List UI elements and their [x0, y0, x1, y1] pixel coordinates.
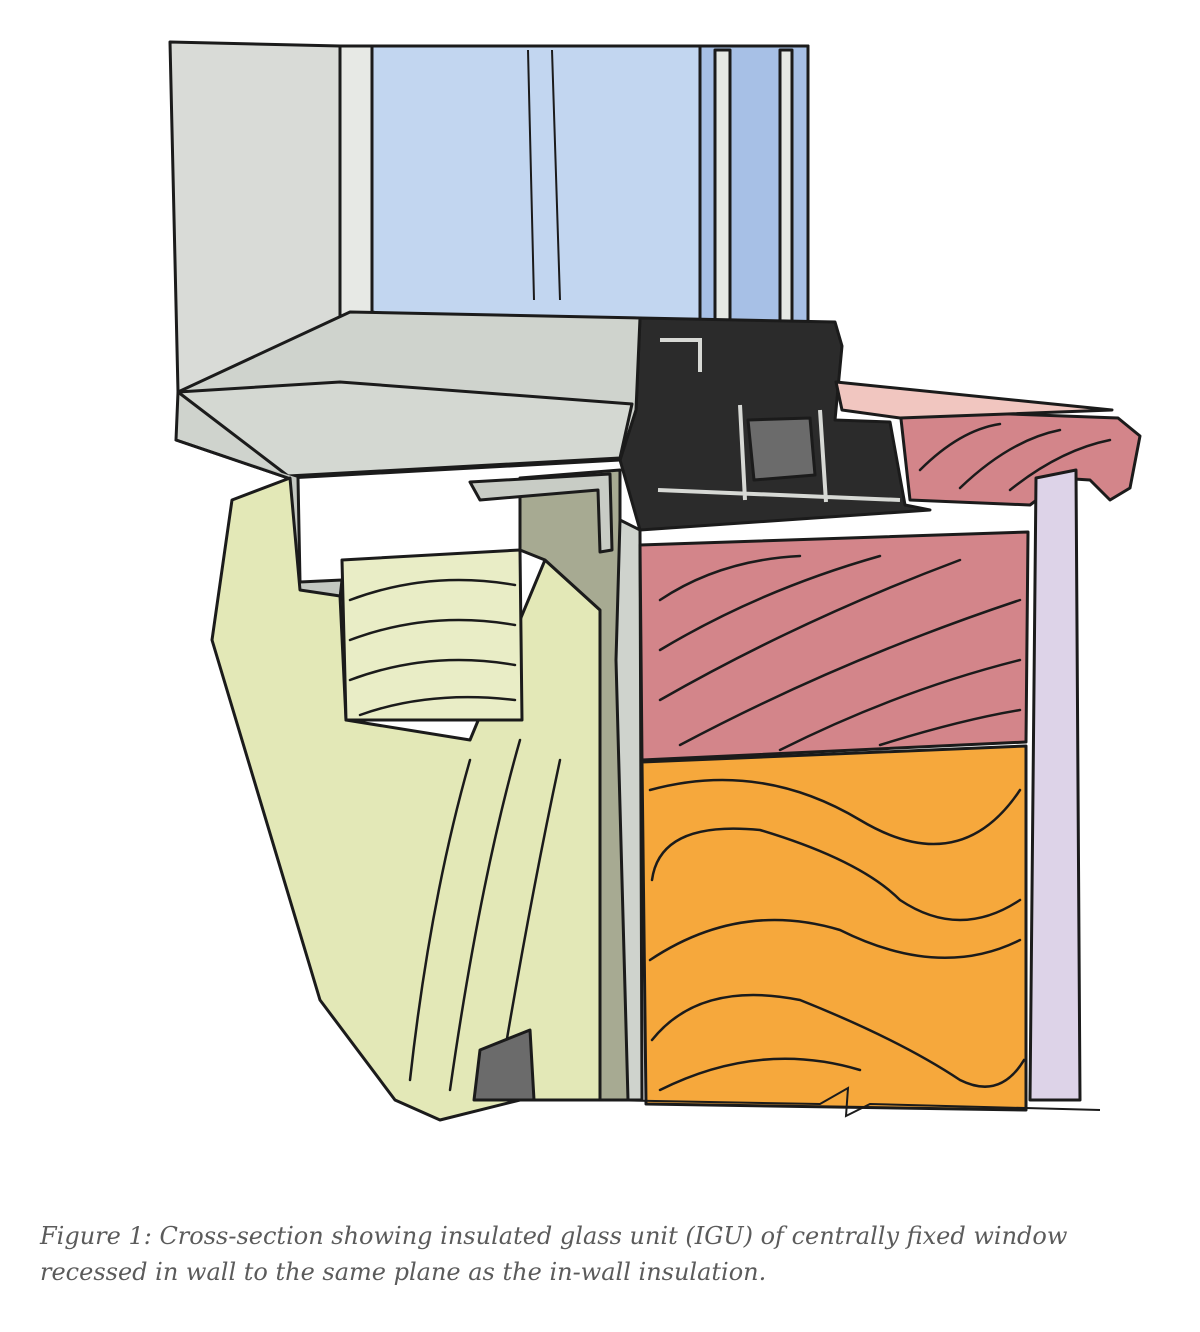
window-sill-cross-section-diagram [168, 40, 1142, 1122]
exterior-sill-top [834, 380, 1114, 420]
sill-timber-block [340, 548, 524, 722]
caption-line-2: recessed in wall to the same plane as th… [40, 1258, 767, 1286]
lining-grain [408, 738, 562, 1092]
figure-caption: Figure 1: Cross-section showing insulate… [40, 1218, 1180, 1290]
timber-block-grain [348, 578, 517, 717]
cavity-flashing [468, 472, 614, 554]
caption-line-1: Figure 1: Cross-section showing insulate… [40, 1222, 1068, 1250]
glass-highlight [527, 49, 561, 301]
exterior-sill-grain [918, 422, 1112, 492]
frame-profile-detail [657, 338, 901, 503]
exterior-sill [898, 408, 1142, 507]
frame-thermal-break [746, 416, 817, 482]
base-timber [472, 1028, 536, 1102]
exterior-cladding [1028, 468, 1082, 1102]
sill-board-top [176, 380, 634, 478]
stud-grain [658, 554, 1022, 752]
section-break-line [599, 1086, 1101, 1118]
insulation-batt-pattern [648, 778, 1026, 1092]
timber-stud [638, 530, 1030, 762]
